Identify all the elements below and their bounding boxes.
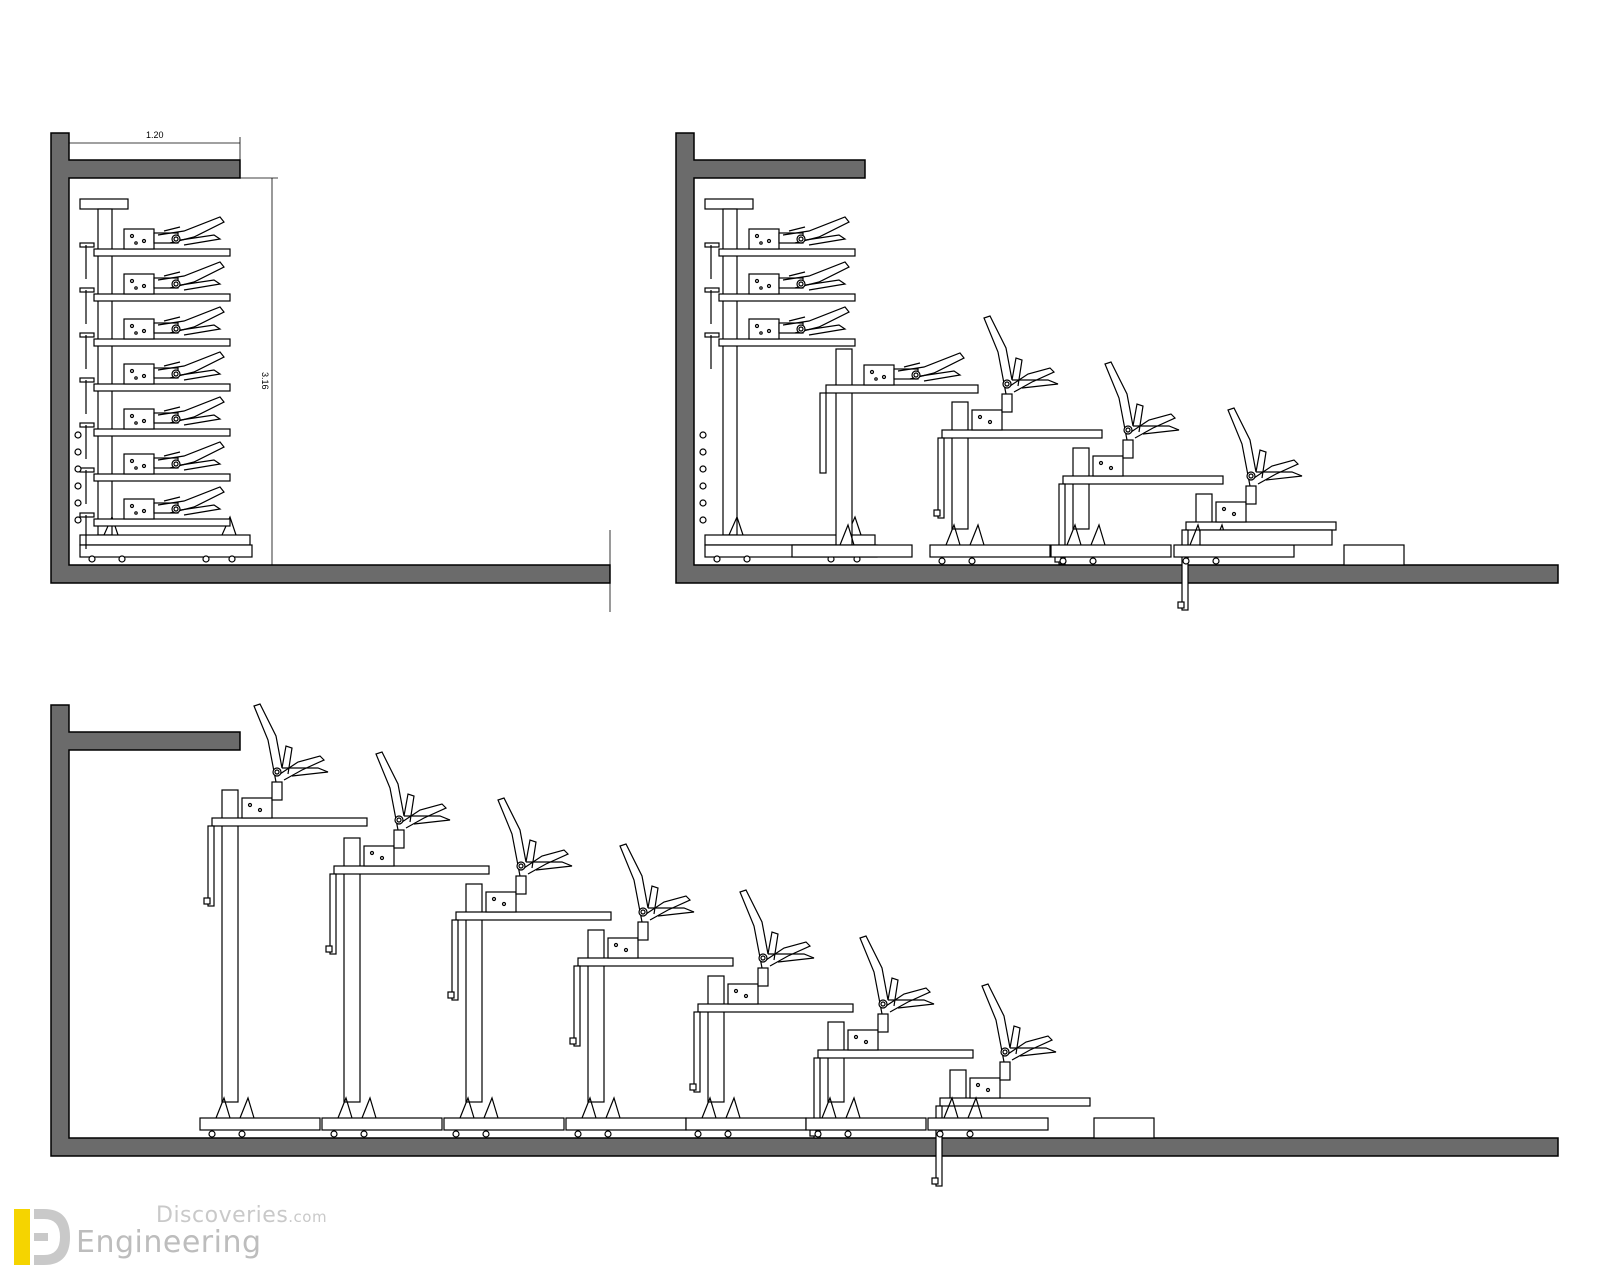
seat-row-riser	[565, 843, 734, 1138]
folded-seat	[748, 216, 850, 250]
wall-ceiling-floor-3	[50, 704, 1559, 1157]
upright-seat	[485, 797, 573, 913]
seat-row-riser	[321, 751, 490, 1138]
folded-seat	[748, 306, 850, 340]
logo-text-discoveries: Discoveries.com	[156, 1203, 328, 1228]
logo-text-engineering: Engineering	[76, 1225, 262, 1260]
seat-row-riser	[805, 935, 974, 1139]
upright-seat	[727, 889, 815, 1005]
open-seat-rows	[791, 315, 1405, 611]
stacked-frame	[74, 198, 253, 563]
upright-seat	[1215, 407, 1303, 523]
folded-seat	[123, 216, 225, 250]
logo-mark-icon	[14, 1209, 70, 1265]
upright-seat	[363, 751, 451, 867]
upright-seat	[607, 843, 695, 959]
upright-seat	[971, 315, 1059, 431]
stacked-seat-rows	[74, 198, 253, 563]
stacked-frame	[699, 198, 878, 563]
engineering-discoveries-logo: Discoveries.com Engineering	[10, 1203, 350, 1273]
seat-row-riser	[443, 797, 612, 1138]
folded-seat	[123, 306, 225, 340]
seat-row-riser	[1050, 361, 1224, 565]
dimension-height-label: 3.16	[260, 372, 270, 390]
view-fully-extended	[50, 703, 1559, 1187]
wall-ceiling-floor-2	[675, 132, 1559, 584]
dimension-width-label: 1.20	[146, 130, 164, 140]
folded-seat	[748, 261, 850, 295]
view-retracted: 1.20 3.16	[50, 130, 611, 612]
stacked-seat-rows	[699, 198, 878, 563]
seat-row-riser	[791, 348, 979, 558]
folded-seat	[123, 351, 225, 385]
seat-row-riser	[929, 315, 1103, 565]
upright-seat	[1092, 361, 1180, 477]
folded-seat	[123, 441, 225, 475]
seat-row-riser	[1173, 407, 1337, 611]
upright-seat	[847, 935, 935, 1051]
folded-seat	[123, 486, 225, 520]
open-seat-rows	[199, 703, 1155, 1187]
dimension-height: 3.16	[240, 177, 278, 565]
seat-row-riser	[927, 983, 1091, 1187]
folded-seat	[123, 261, 225, 295]
wall-ceiling-floor-1	[50, 132, 611, 584]
seat-row-riser	[199, 703, 368, 1138]
upright-seat	[241, 703, 329, 819]
folded-seat	[863, 352, 965, 386]
upright-seat	[969, 983, 1057, 1099]
folded-seat	[123, 396, 225, 430]
dimension-width: 1.20	[69, 130, 241, 160]
view-partially-extended	[675, 132, 1559, 611]
